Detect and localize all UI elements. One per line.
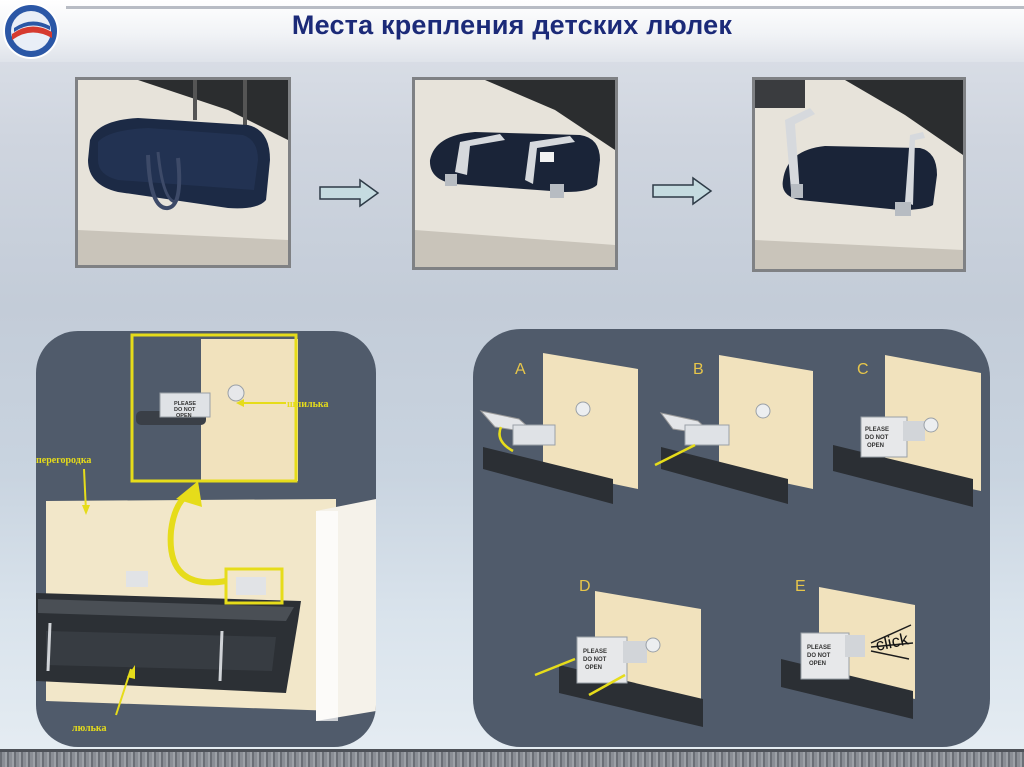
plate-text-line: DO NOT xyxy=(807,653,831,659)
footer-pattern xyxy=(0,752,1024,767)
cradle-bag-illustration xyxy=(78,80,288,265)
left-diagram-panel: PLEASE DO NOT OPEN шпилька перегородка л… xyxy=(36,331,376,747)
cradle-assembled-illustration xyxy=(755,80,963,269)
right-steps-panel: A B PLEASE DO NOT OPEN C xyxy=(473,329,990,747)
right-arrow-icon xyxy=(651,176,713,206)
plate-text-line: DO NOT xyxy=(583,657,607,663)
plate-text-line: OPEN xyxy=(585,665,602,671)
plate-text-line: PLEASE xyxy=(807,645,831,651)
photo-cradle-assembled xyxy=(752,77,966,272)
plate-text-line: OPEN xyxy=(809,661,826,667)
step-label-b: B xyxy=(693,361,704,378)
label-partition: перегородка xyxy=(36,455,91,466)
plate-text-line: OPEN xyxy=(867,443,884,449)
plate-text-line: OPEN xyxy=(176,413,192,419)
step-a-diagram: A xyxy=(481,353,638,504)
step-e-diagram: PLEASE DO NOT OPEN click E xyxy=(781,578,915,719)
step-label-d: D xyxy=(579,578,591,595)
step-label-a: A xyxy=(515,361,526,378)
step-label-e: E xyxy=(795,578,806,595)
plate-text-line: DO NOT xyxy=(865,435,889,441)
plate-text-line: PLEASE xyxy=(583,649,607,655)
step-label-c: C xyxy=(857,361,869,378)
plate-text-line: PLEASE xyxy=(865,427,889,433)
right-arrow-icon xyxy=(318,178,380,208)
step-b-diagram: B xyxy=(655,355,813,504)
mounting-steps-diagram: A B PLEASE DO NOT OPEN C xyxy=(473,329,990,747)
header-rule xyxy=(66,6,1024,9)
photo-cradle-handles xyxy=(412,77,618,270)
step-c-diagram: PLEASE DO NOT OPEN C xyxy=(833,355,981,507)
step-d-diagram: PLEASE DO NOT OPEN D xyxy=(535,578,703,727)
photo-cradle-folded xyxy=(75,77,291,268)
page-title: Места крепления детских люлек xyxy=(0,10,1024,41)
partition-mount-diagram: PLEASE DO NOT OPEN шпилька перегородка л… xyxy=(36,331,376,747)
cradle-handles-illustration xyxy=(415,80,615,267)
label-pin: шпилька xyxy=(287,399,328,410)
label-cradle: люлька xyxy=(72,723,107,734)
